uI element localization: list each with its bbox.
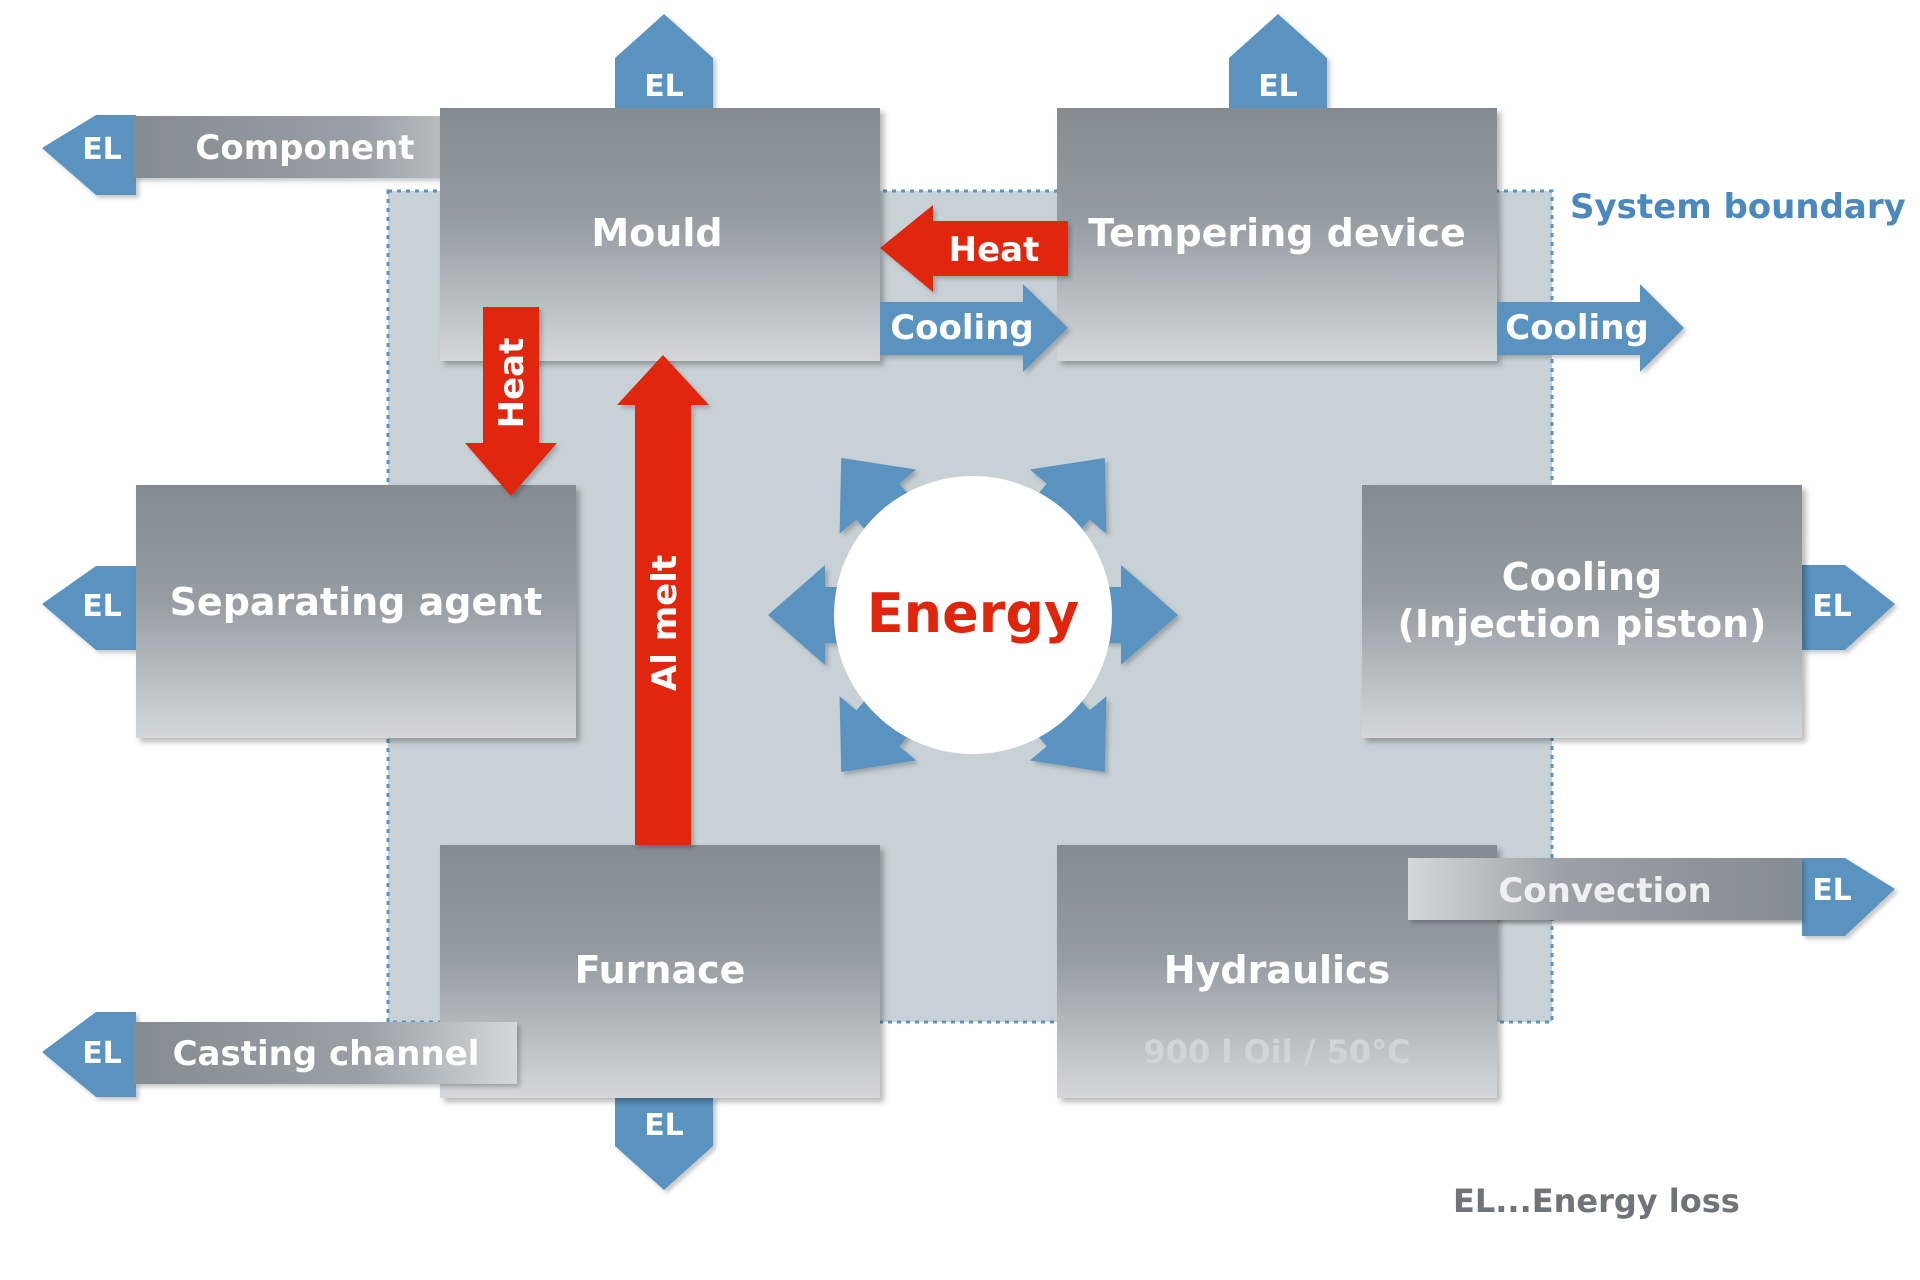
el-up-arrow-mould: EL xyxy=(615,14,713,108)
el-left-arrow-casting-channel: EL xyxy=(42,1012,136,1097)
el-left-arrow-separating: EL xyxy=(42,566,136,650)
convection-bar-front: Convection xyxy=(1408,858,1802,920)
hydraulics-sub-label: 900 l Oil / 50°C xyxy=(1143,1033,1410,1071)
cooling-label-mould: Cooling xyxy=(890,308,1034,348)
el-label: EL xyxy=(82,1036,122,1071)
el-left-arrow-component: EL xyxy=(42,115,136,195)
energy-label: Energy xyxy=(867,582,1079,645)
casting-channel-label: Casting channel xyxy=(173,1034,480,1074)
tempering-device-box: Tempering device xyxy=(1057,108,1497,361)
separating-agent-label: Separating agent xyxy=(170,580,543,624)
el-label: EL xyxy=(82,132,122,167)
el-right-arrow-injection-piston: EL xyxy=(1802,565,1895,650)
separating-agent-box: Separating agent xyxy=(136,485,576,738)
cooling-arrow-mould: Cooling xyxy=(880,284,1068,372)
hydraulics-label: Hydraulics xyxy=(1164,948,1390,992)
casting-channel-bar: Casting channel xyxy=(134,1022,517,1084)
al-melt-arrow: Al melt xyxy=(617,355,709,845)
cooling-arrow-tempering: Cooling xyxy=(1497,284,1684,372)
system-boundary-label: System boundary xyxy=(1570,187,1906,227)
el-label: EL xyxy=(1258,69,1298,104)
furnace-label: Furnace xyxy=(575,948,746,992)
mould-label: Mould xyxy=(591,211,722,255)
heat-label-vertical: Heat xyxy=(492,338,532,429)
el-label: EL xyxy=(1812,873,1852,908)
el-label: EL xyxy=(82,589,122,624)
convection-label: Convection xyxy=(1498,871,1711,911)
al-melt-label: Al melt xyxy=(645,555,685,691)
el-label: EL xyxy=(1812,589,1852,624)
tempering-device-label: Tempering device xyxy=(1088,211,1466,255)
legend-text: EL...Energy loss xyxy=(1453,1182,1740,1220)
cooling-injection-piston-box: Cooling (Injection piston) xyxy=(1362,485,1802,738)
cooling-label-tempering: Cooling xyxy=(1505,308,1649,348)
el-label: EL xyxy=(644,1108,684,1143)
el-up-arrow-tempering: EL xyxy=(1229,14,1327,108)
energy-circle xyxy=(834,476,1112,754)
el-label: EL xyxy=(644,69,684,104)
component-label: Component xyxy=(195,128,414,168)
furnace-box: Furnace xyxy=(440,845,880,1098)
heat-label-horizontal: Heat xyxy=(949,230,1040,270)
el-right-arrow-convection: EL xyxy=(1802,858,1895,936)
cooling-label-line2: (Injection piston) xyxy=(1398,602,1767,646)
el-down-arrow-furnace: EL xyxy=(615,1096,713,1190)
cooling-label-line1: Cooling xyxy=(1502,555,1662,599)
heat-arrow-horizontal: Heat xyxy=(880,205,1068,292)
heat-arrow-vertical: Heat xyxy=(465,307,557,496)
